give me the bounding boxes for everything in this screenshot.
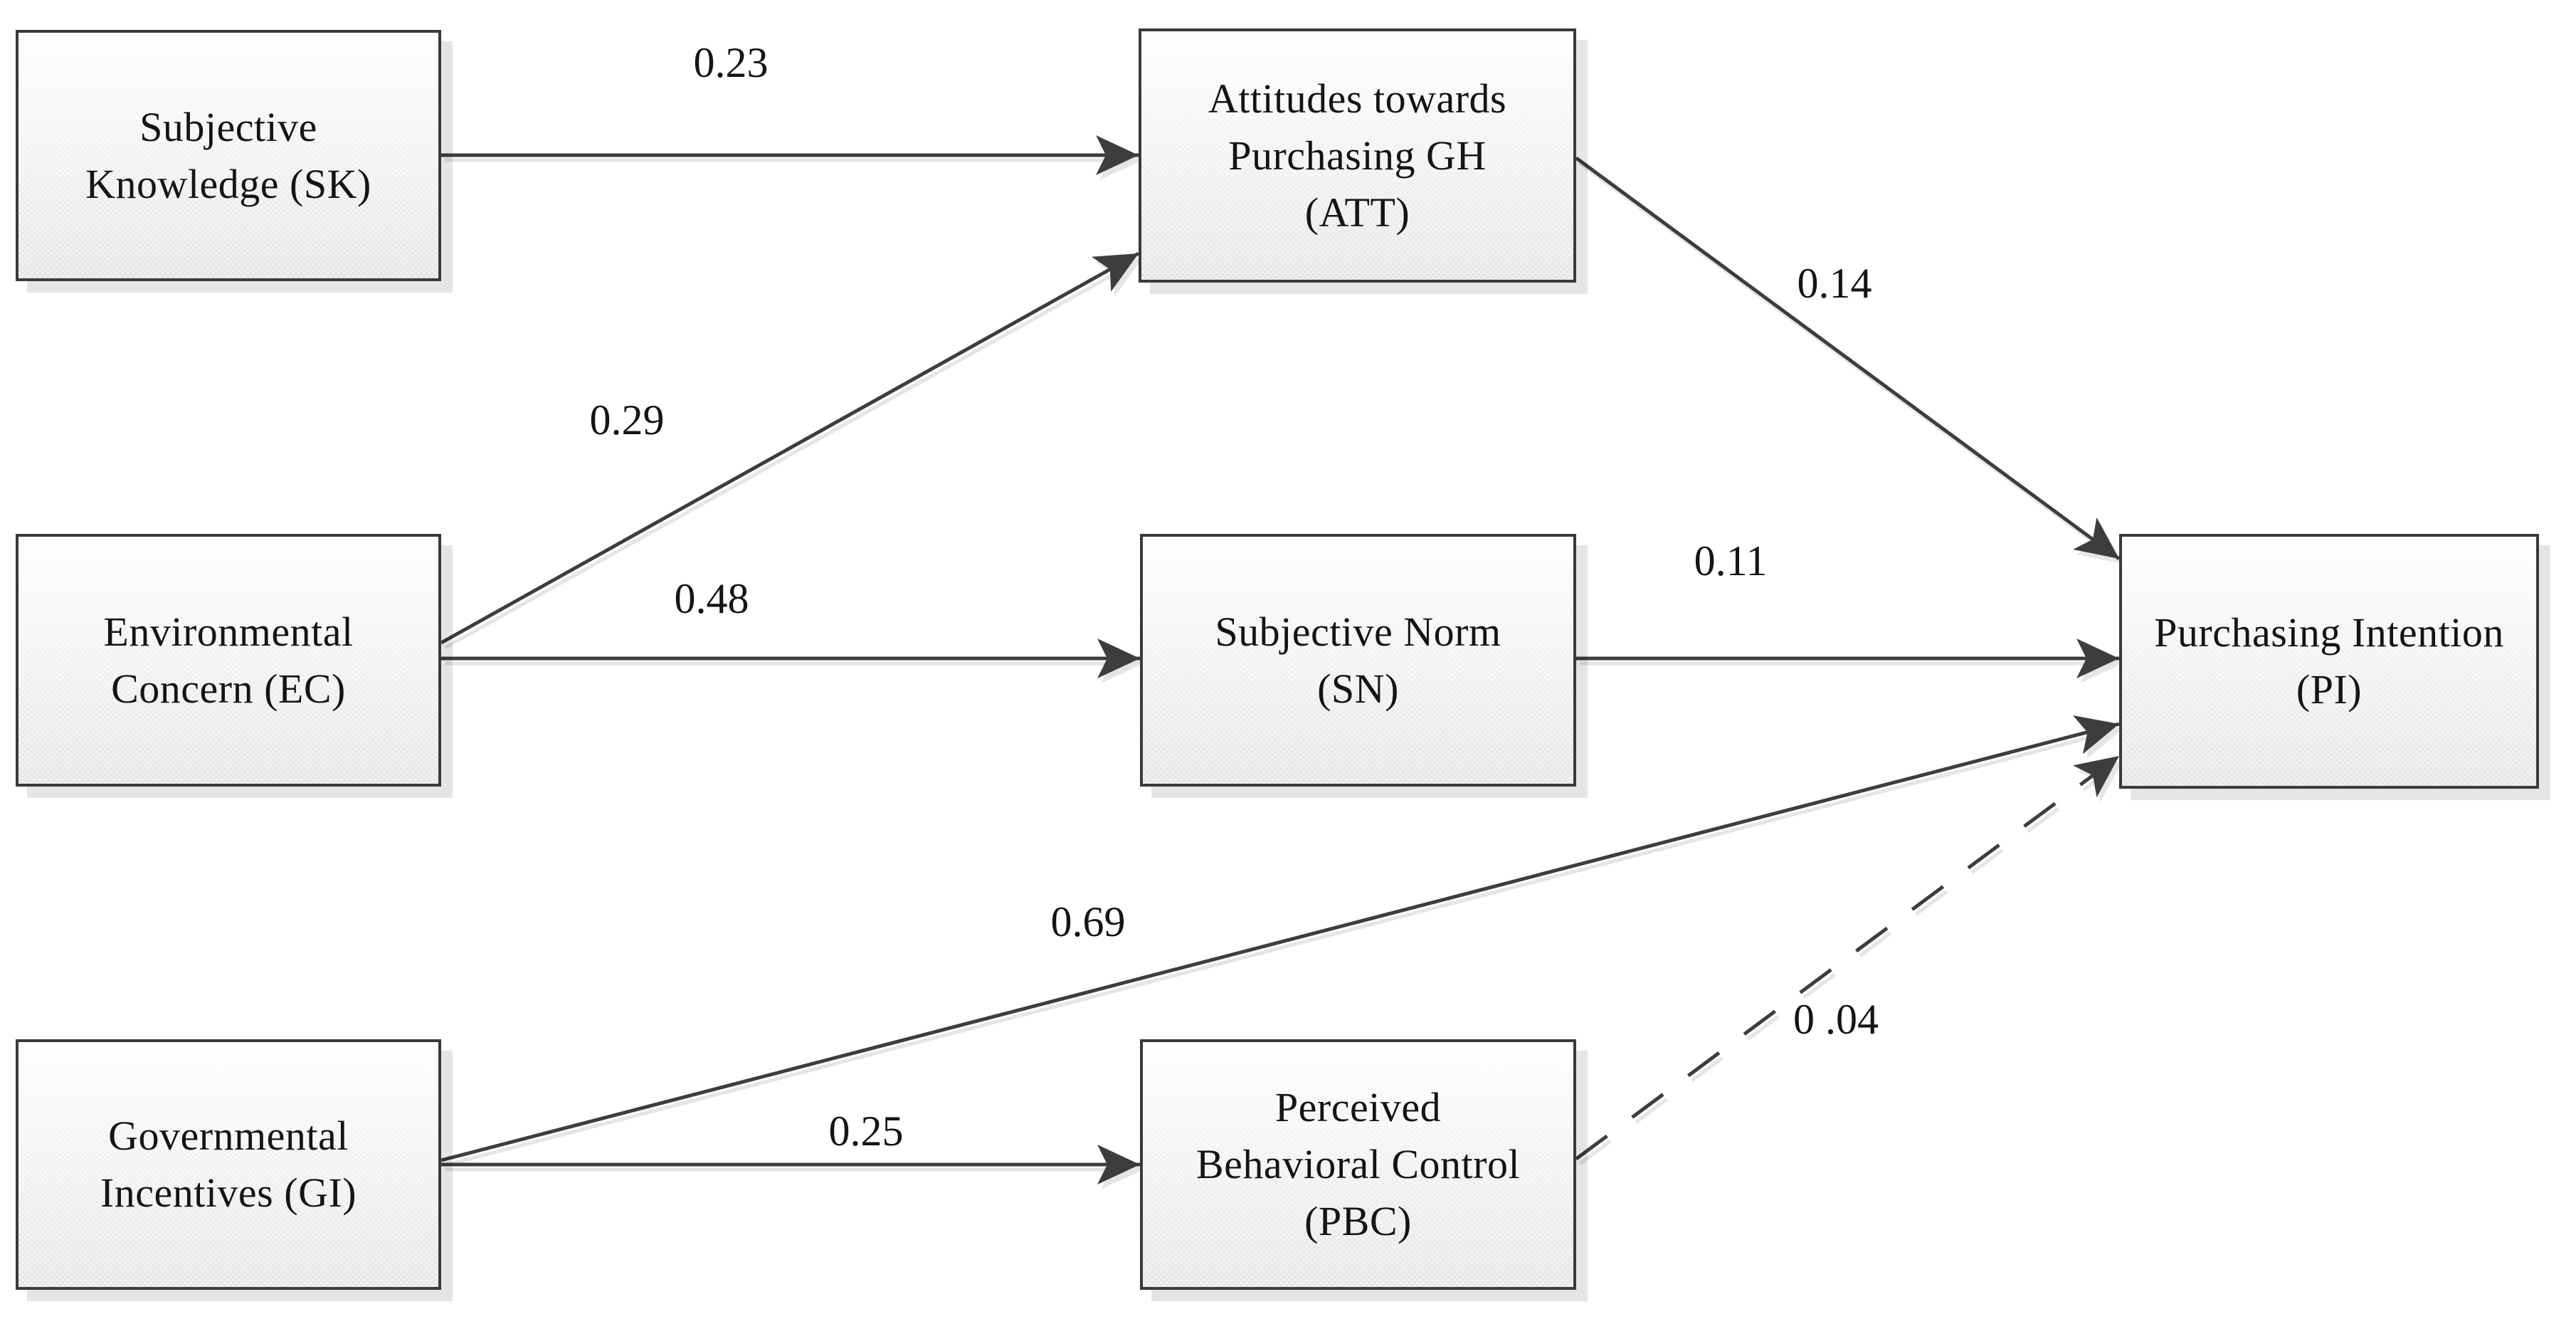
edge-arrow-pbc-to-pi [1575,754,2121,1161]
edge-arrow-att-to-pi [1575,156,2121,561]
coefficient-label-gi-to-pi: 0.69 [1050,898,1126,945]
coefficient-label-ec-to-sn: 0.48 [674,575,749,622]
coefficient-label-ec-to-att: 0.29 [589,396,665,443]
coefficient-label-sk-to-att: 0.23 [693,39,769,86]
node-pi: Purchasing Intention(PI) [2119,534,2539,789]
edge-arrow-ec-to-att [440,251,1140,645]
coefficient-label-gi-to-pbc: 0.25 [828,1108,904,1155]
edge-arrow-gi-to-pi [440,715,2120,1162]
coefficient-label-sn-to-pi: 0.11 [1694,537,1768,584]
node-sn: Subjective Norm(SN) [1140,534,1576,787]
node-label-sn: Subjective Norm(SN) [1215,608,1501,712]
coefficient-label-pbc-to-pi: 0 .04 [1793,996,1879,1043]
node-label-pi: Purchasing Intention(PI) [2154,609,2504,713]
coefficient-label-att-to-pi: 0.14 [1797,260,1872,307]
